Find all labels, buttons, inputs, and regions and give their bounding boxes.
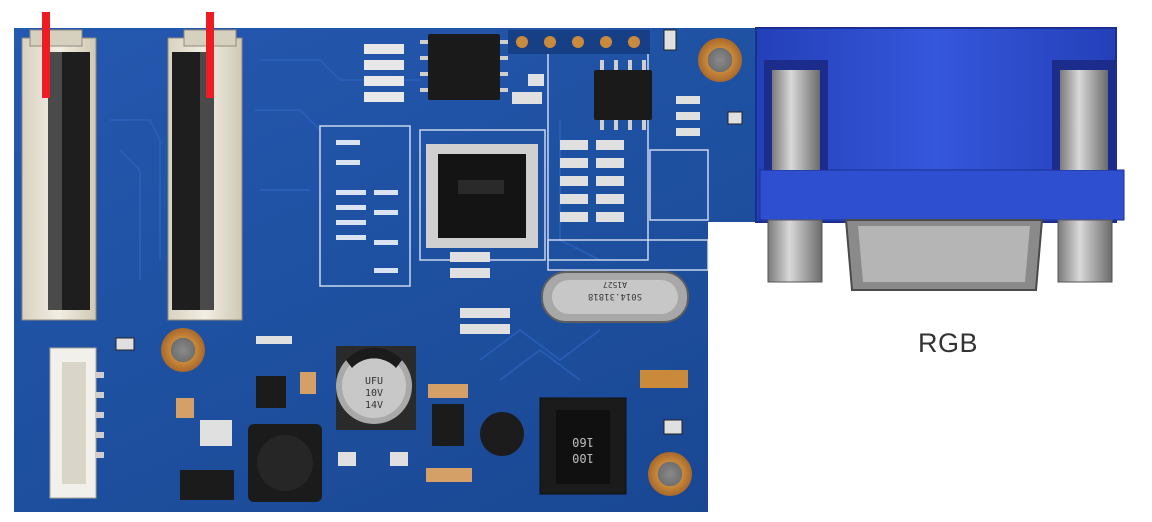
qfp-chip bbox=[426, 144, 538, 248]
smd-components bbox=[115, 29, 743, 500]
rgb-label: RGB bbox=[917, 328, 978, 358]
power-inductor bbox=[248, 424, 322, 502]
fpc-connector-left bbox=[21, 29, 97, 321]
round-component bbox=[480, 412, 524, 456]
power-inductor-marked: 160 100 bbox=[539, 397, 627, 495]
board-label-marks bbox=[336, 140, 398, 273]
red-marker-right bbox=[206, 12, 214, 98]
capacitor-text-2: 10V bbox=[365, 388, 383, 399]
vga-connector bbox=[755, 27, 1125, 291]
capacitor-text-1: UFU bbox=[365, 376, 383, 387]
capacitor-text-3: 14V bbox=[365, 400, 383, 411]
electrolytic-capacitor: UFU 10V 14V bbox=[336, 346, 416, 430]
crystal-sub-text: A1527 bbox=[603, 280, 627, 289]
jst-connector bbox=[49, 347, 104, 499]
fpc-connector-right bbox=[167, 29, 243, 321]
crystal-oscillator: S014.31818 A1527 bbox=[541, 271, 689, 323]
mounting-pad bbox=[698, 38, 742, 82]
red-marker-left bbox=[42, 12, 50, 98]
soic-chip bbox=[594, 60, 652, 130]
inductor-sub-text: 160 bbox=[572, 435, 594, 449]
inductor-text: 100 bbox=[572, 451, 594, 465]
mounting-pad bbox=[161, 328, 205, 372]
soic-chip bbox=[420, 34, 508, 100]
crystal-text: S014.31818 bbox=[588, 291, 642, 301]
header-pins bbox=[508, 30, 650, 54]
mounting-pad bbox=[648, 452, 692, 496]
